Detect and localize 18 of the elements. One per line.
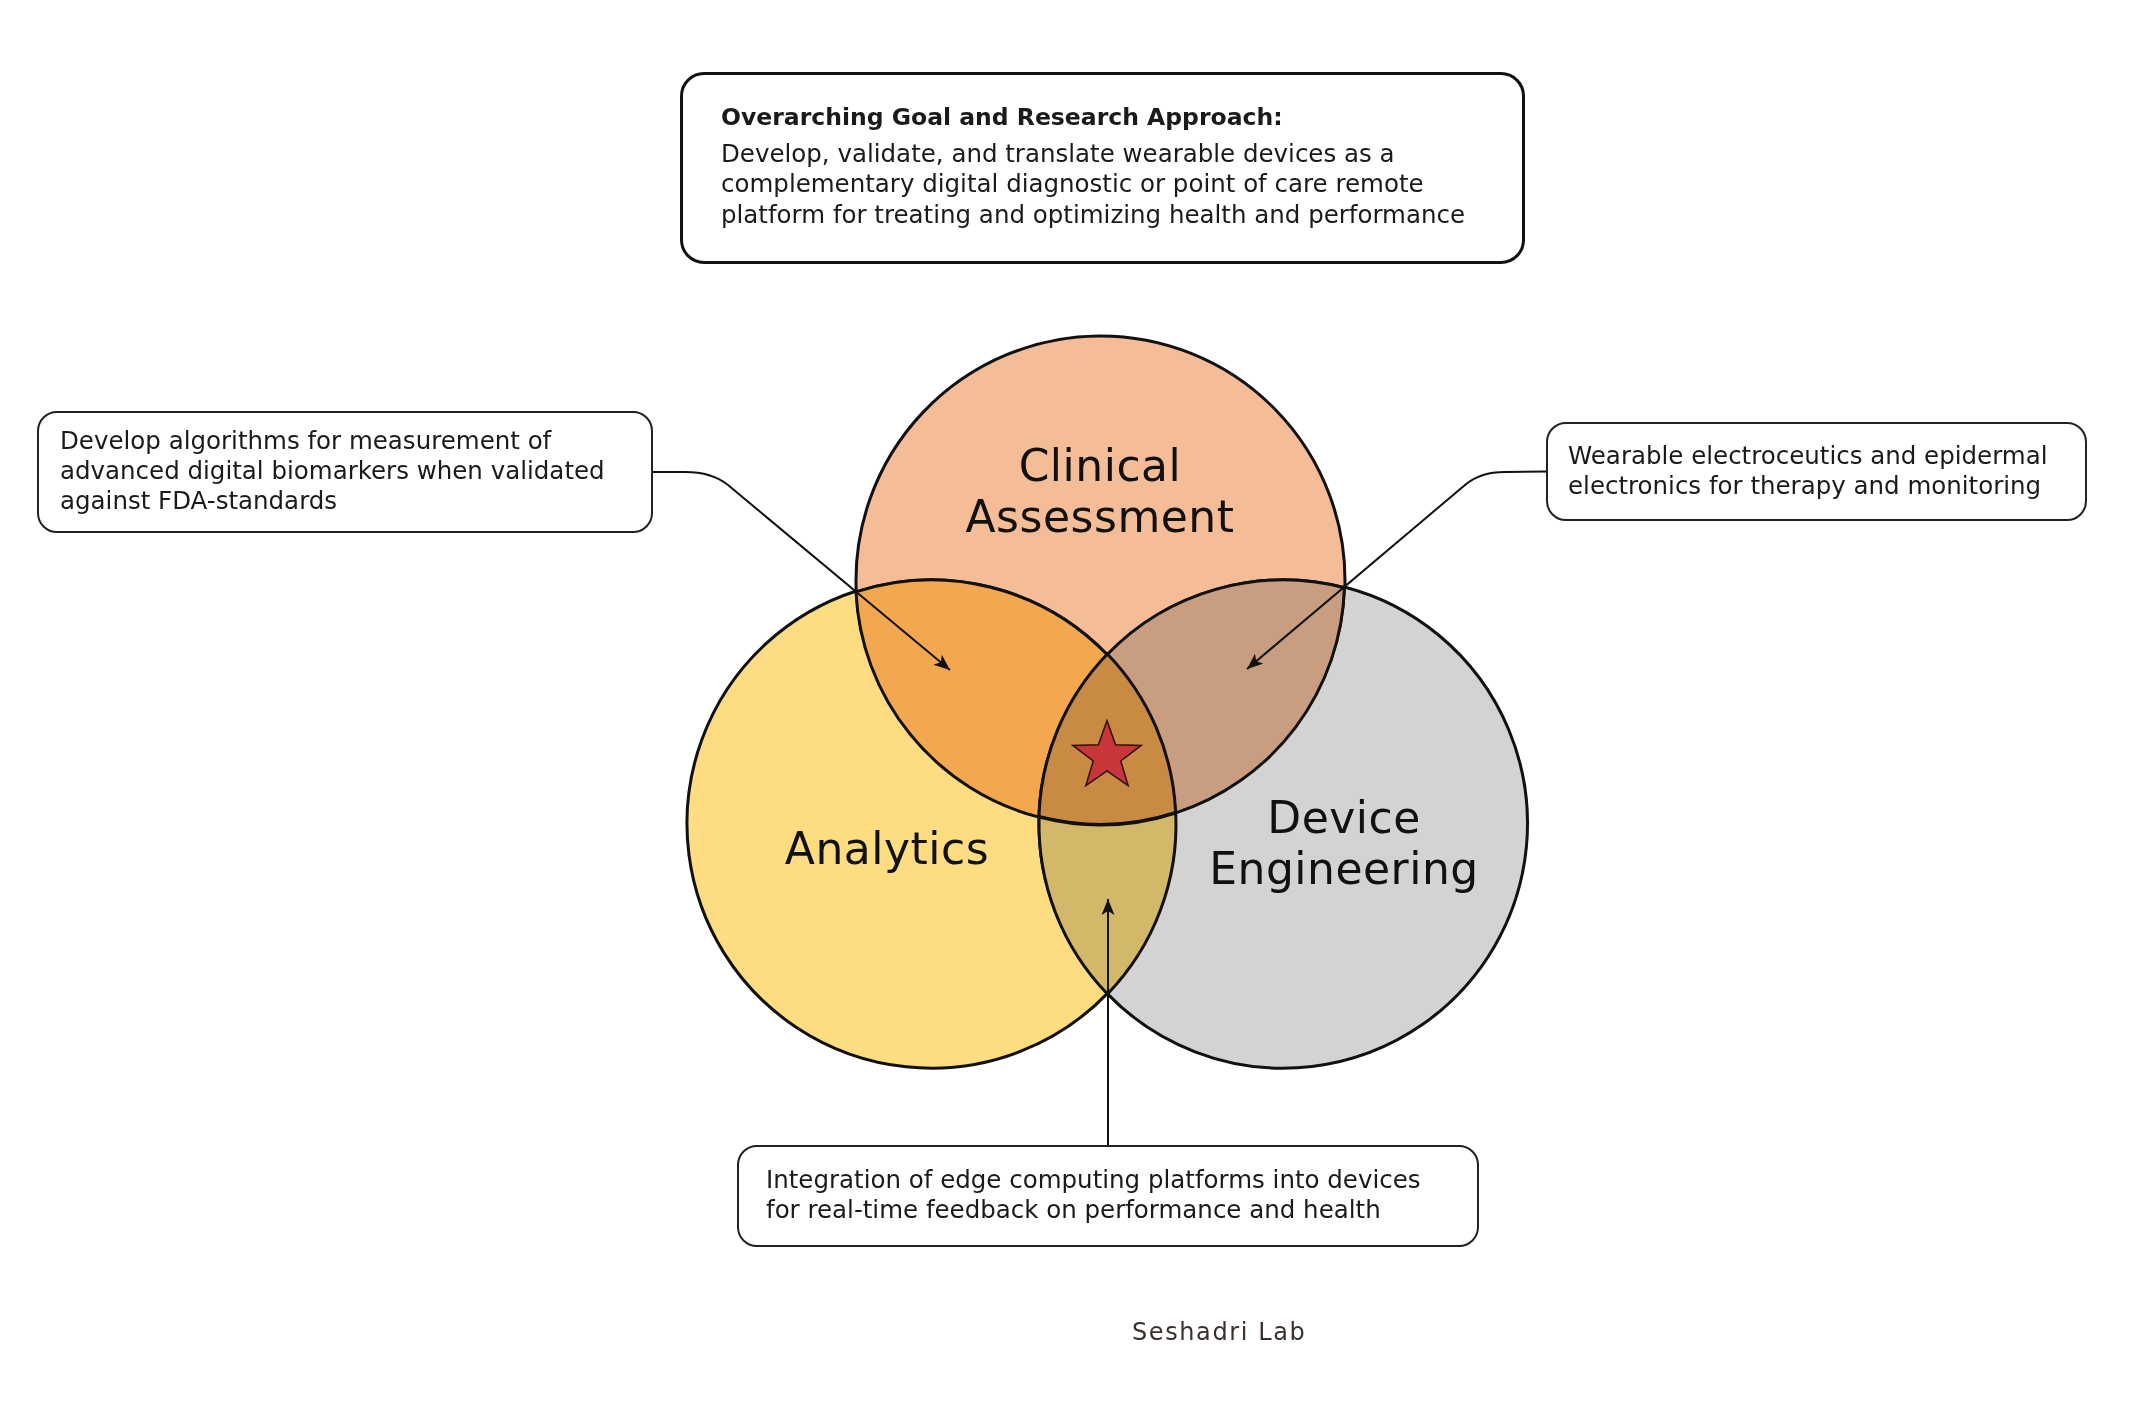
leader-arrow — [1101, 898, 1115, 1146]
goal-box — [680, 72, 1525, 264]
circle-label: Clinical Assessment — [964, 440, 1236, 542]
callout-text: Develop algorithms for measurement of advanced digital biomarkers when validated against FDA-standards — [60, 426, 606, 516]
callout-text: Integration of edge computing platforms into devices for real-time feedback on performance and health — [766, 1165, 1422, 1225]
callout-box — [737, 1145, 1479, 1247]
callout-box — [1546, 422, 2087, 521]
circle-label: Device Engineering — [1208, 792, 1480, 894]
overlap-region — [1036, 652, 1178, 827]
lab-name: Seshadri Lab — [1132, 1318, 1307, 1346]
overlap-region — [1036, 810, 1178, 996]
box-heading: Overarching Goal and Research Approach: — [721, 101, 1284, 132]
callout-box — [37, 411, 653, 533]
circle-label: Analytics — [783, 823, 991, 875]
callout-text: Wearable electroceutics and epidermal electronics for therapy and monitoring — [1568, 440, 2049, 501]
overlap-region — [853, 577, 1109, 819]
leader-arrow — [1246, 470, 1547, 670]
box-text: Develop, validate, and translate wearable devices as a complementary digital diagnostic or point of care remote platform for treating and optimizing health and performance — [721, 138, 1467, 231]
